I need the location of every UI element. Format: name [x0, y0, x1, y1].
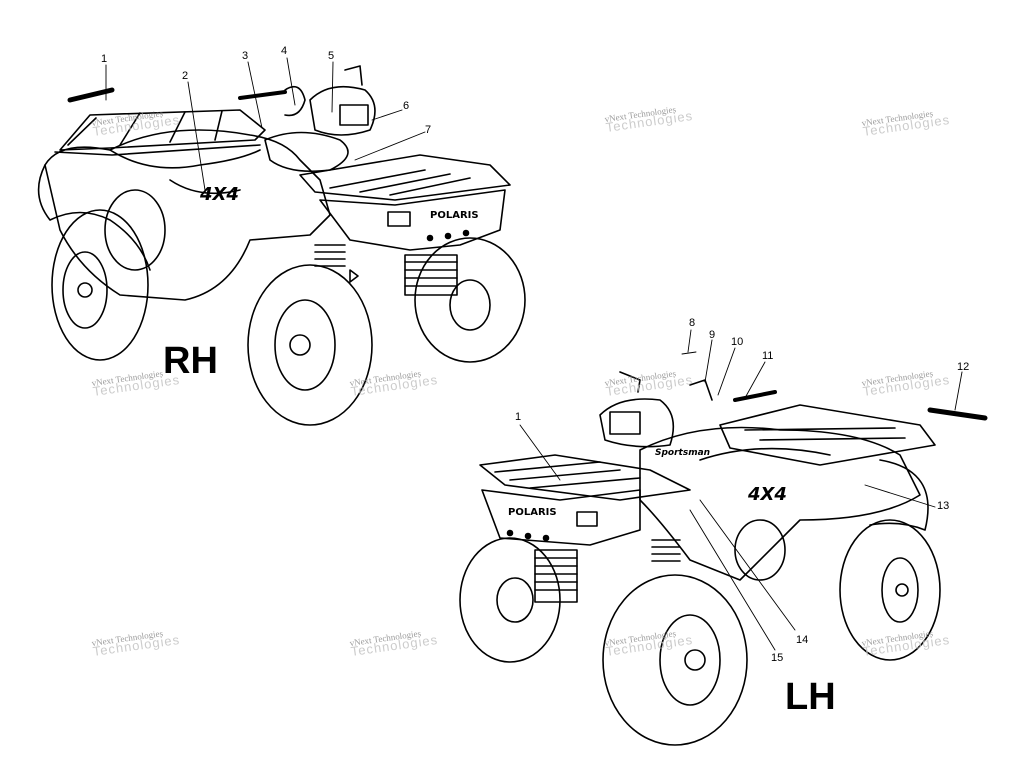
lh-rear-right-wheel [734, 519, 786, 581]
callout-rh-6: 6 [403, 100, 410, 112]
callout-lh-13: 13 [937, 500, 950, 512]
callout-lh-11: 11 [762, 350, 774, 362]
rh-rear-right-wheel [104, 189, 166, 271]
callout-rh-4: 4 [281, 45, 288, 57]
lh-front-right-wheel [459, 537, 561, 663]
callout-lh-15: 15 [771, 652, 784, 664]
callout-lh-10: 10 [731, 336, 744, 348]
callout-lh-12: 12 [957, 361, 970, 373]
callout-rh-5: 5 [328, 50, 335, 62]
callout-lh-1: 1 [515, 411, 522, 423]
view-label-rh: RH [163, 340, 218, 382]
view-label-lh: LH [785, 676, 836, 718]
atv-lh-drawing: 4X4 POLARIS Sportsman [459, 329, 988, 746]
atv-rh-drawing: 4X4 POLARIS [37, 57, 526, 426]
lh-polaris-decal: POLARIS [508, 507, 557, 518]
rh-rear-left-wheel [51, 209, 149, 361]
callout-rh-3: 3 [242, 50, 249, 62]
lh-rear-left-wheel [839, 519, 941, 661]
callout-lh-14: 14 [796, 634, 809, 646]
callout-lh-8: 8 [689, 317, 696, 329]
rh-front-left-wheel [414, 237, 526, 363]
rh-polaris-decal: POLARIS [430, 210, 479, 221]
lh-front-left-wheel [602, 574, 748, 746]
lh-4x4-decal: 4X4 [747, 484, 787, 505]
callout-rh-2: 2 [182, 70, 189, 82]
callout-rh-1: 1 [101, 53, 108, 65]
rh-4x4-decal: 4X4 [199, 184, 239, 205]
callout-rh-7: 7 [425, 124, 432, 136]
callout-lh-9: 9 [709, 329, 716, 341]
rh-front-right-wheel [247, 264, 373, 426]
lh-sportsman-decal: Sportsman [655, 448, 710, 458]
